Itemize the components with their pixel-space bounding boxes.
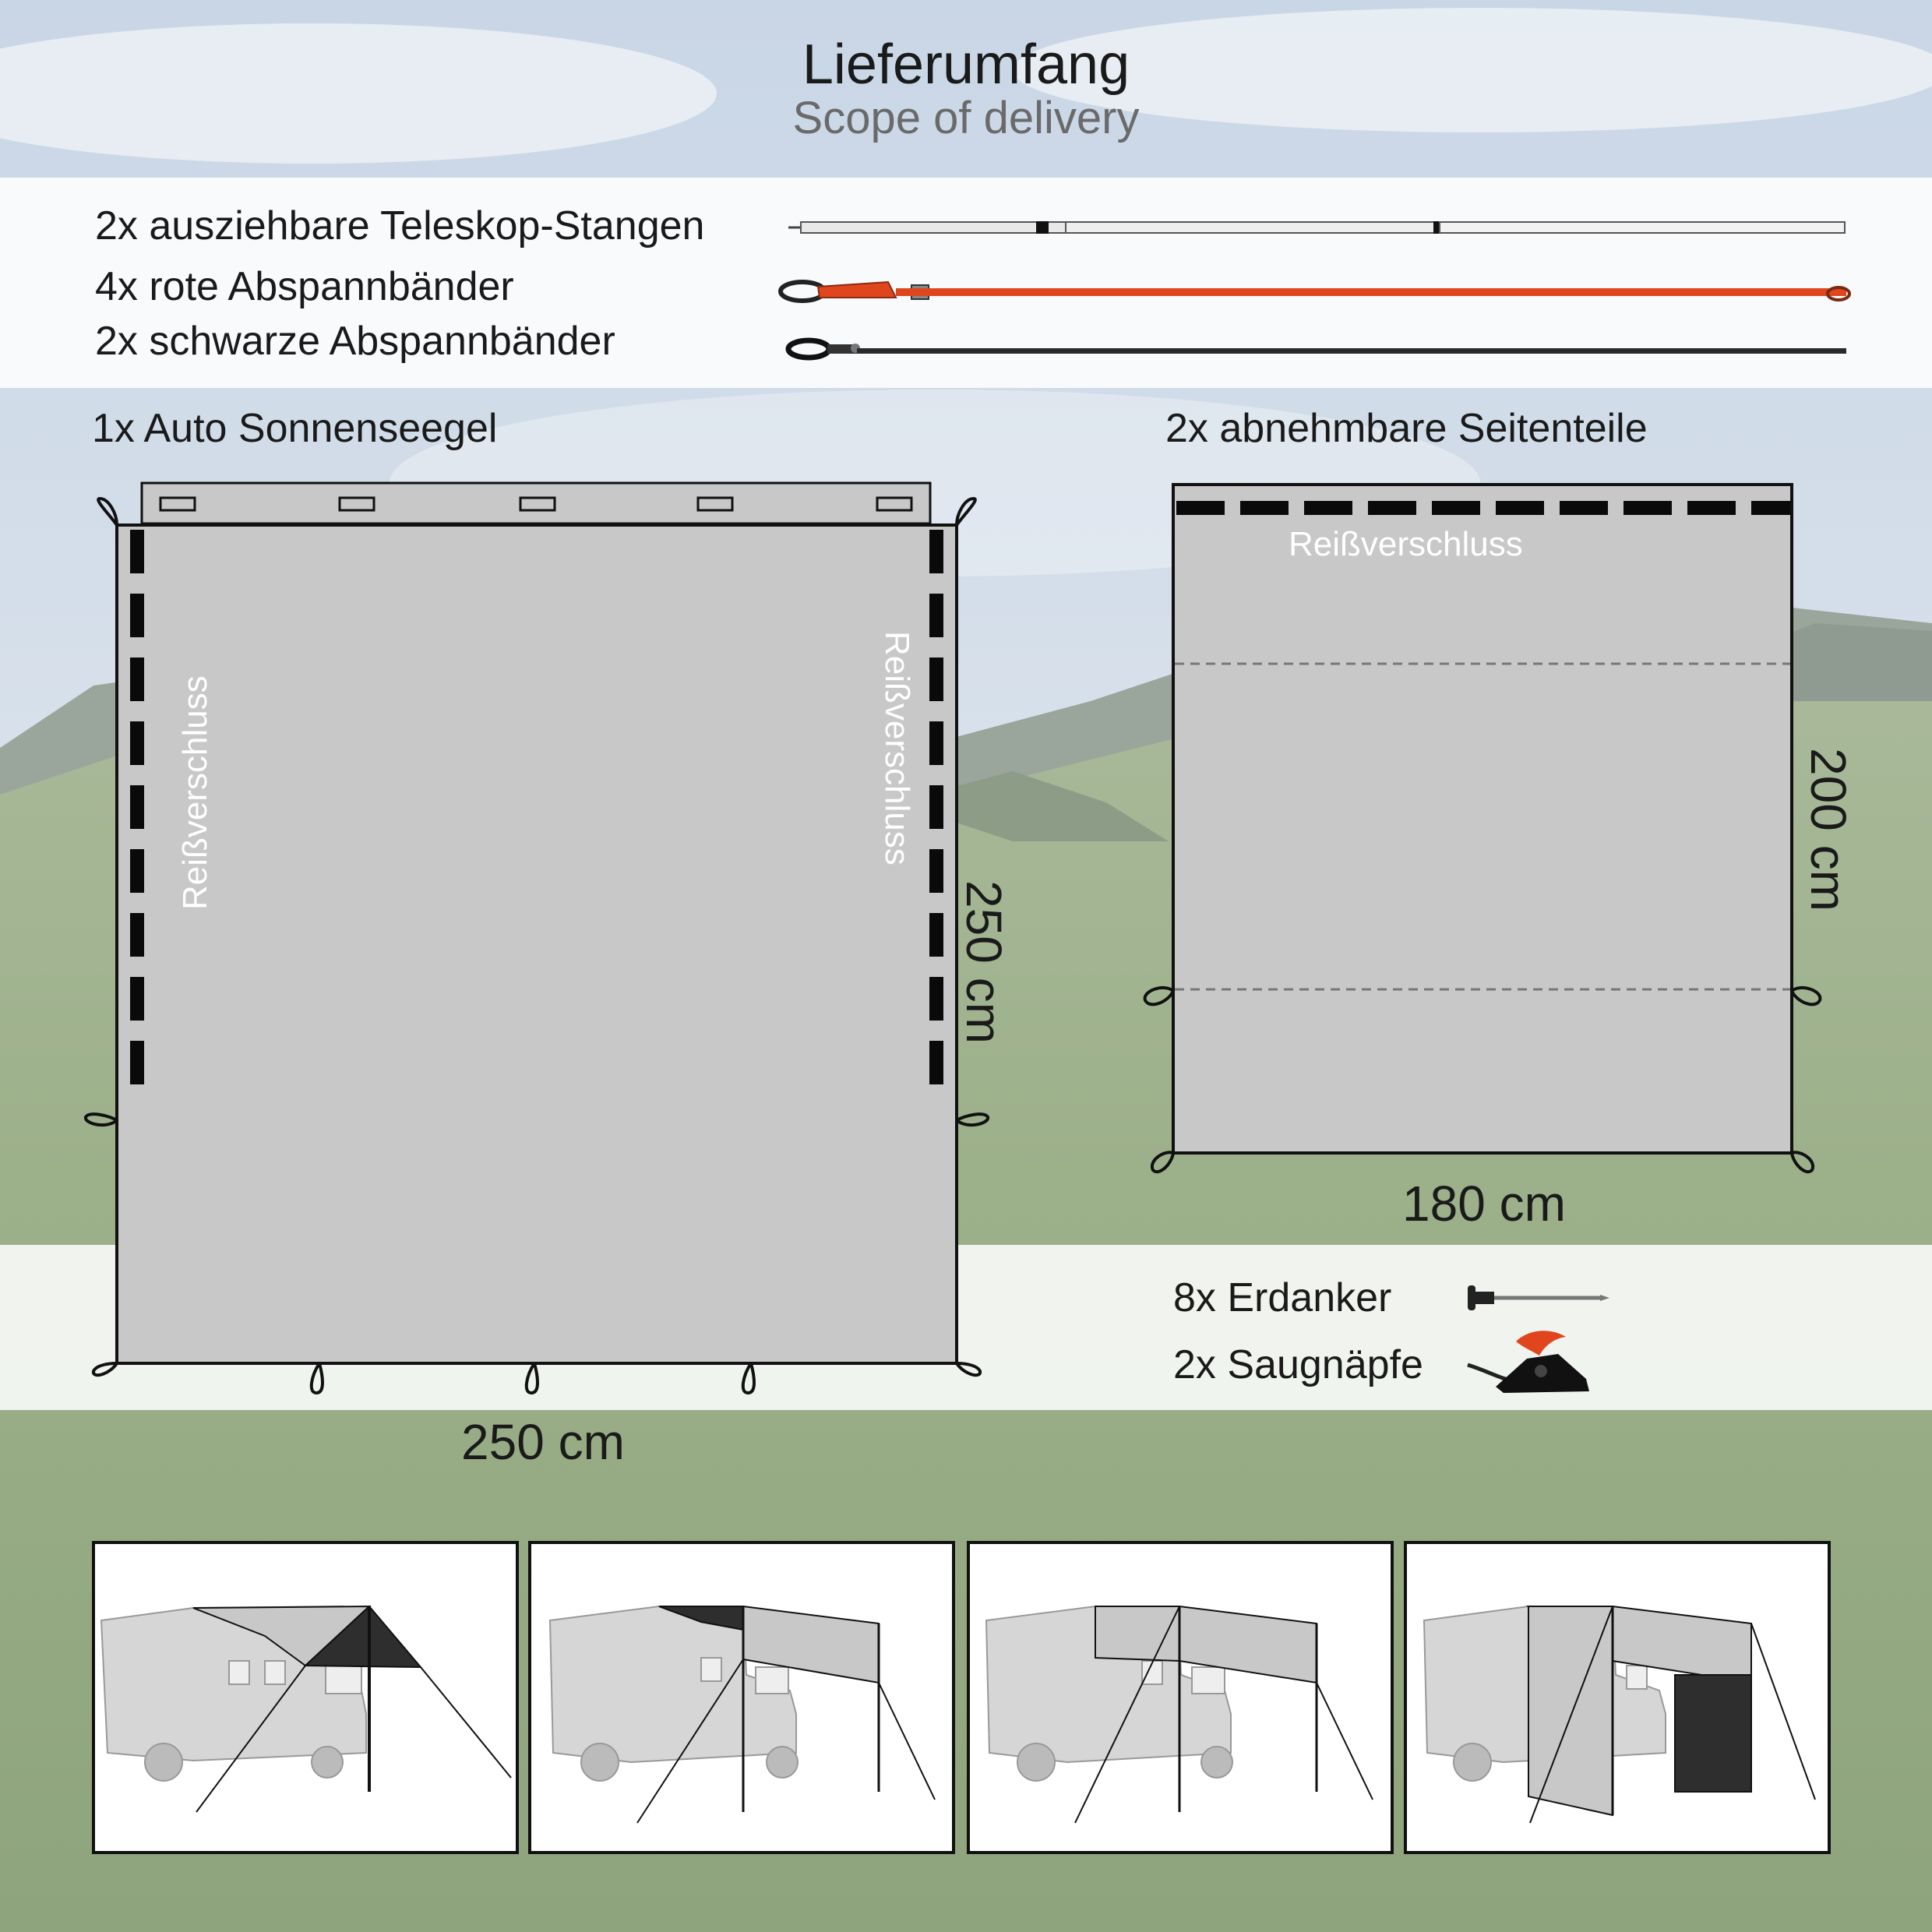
- item-black-straps: 2x schwarze Abspannbänder: [95, 319, 615, 364]
- awning-title: 1x Auto Sonnenseegel: [92, 406, 498, 451]
- side-panel-zip-label: Reißverschluss: [1289, 525, 1523, 563]
- item-red-straps: 4x rote Abspannbänder: [95, 264, 514, 309]
- item-telescopic-poles: 2x ausziehbare Teleskop-Stangen: [95, 203, 705, 249]
- page-title: Lieferumfang: [802, 33, 1130, 96]
- awning-width-dim: 250 cm: [461, 1414, 625, 1470]
- item-ground-anchors: 8x Erdanker: [1173, 1275, 1392, 1320]
- side-panel-width-dim: 180 cm: [1402, 1176, 1566, 1232]
- page-subtitle: Scope of delivery: [792, 93, 1140, 143]
- item-suction-cups: 2x Saugnäpfe: [1173, 1342, 1423, 1387]
- side-panels-title: 2x abnehmbare Seitenteile: [1165, 406, 1648, 451]
- camper-van-icon: [548, 1606, 799, 1782]
